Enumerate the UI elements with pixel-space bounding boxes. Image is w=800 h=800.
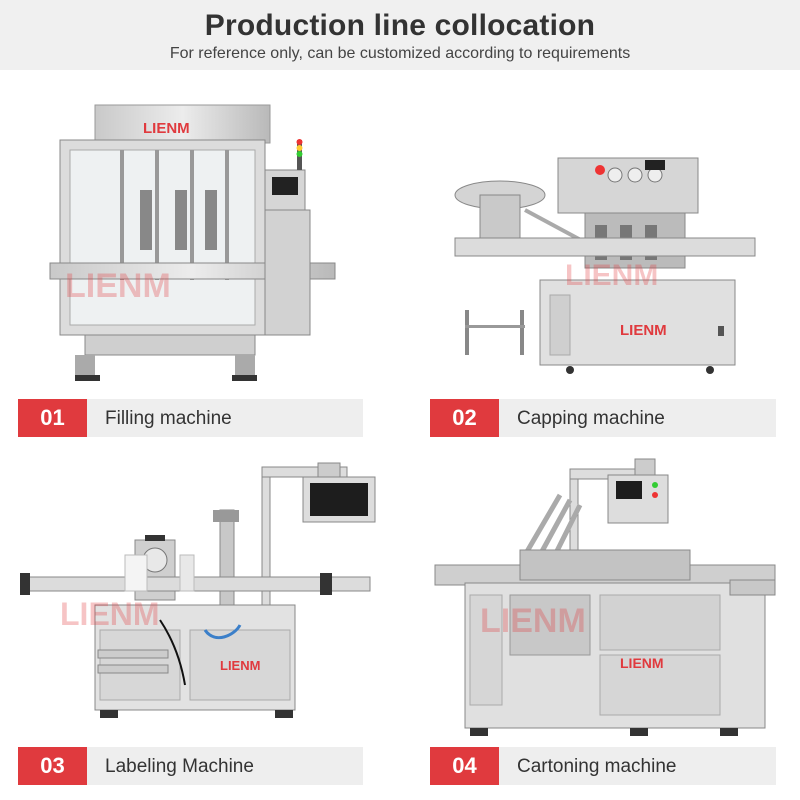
labeling-machine-image: LIENM LIENM bbox=[20, 462, 376, 718]
capping-machine-image: LIENM LIENM bbox=[454, 157, 756, 374]
machine-name: Filling machine bbox=[105, 408, 232, 429]
machine-name: Capping machine bbox=[517, 408, 665, 429]
machine-label-02: 02 Capping machine bbox=[430, 399, 776, 437]
machine-number-badge: 02 bbox=[430, 399, 499, 437]
cartoning-machine-image: LIENM LIENM bbox=[434, 458, 776, 736]
machine-name: Cartoning machine bbox=[517, 756, 677, 777]
machine-label-04: 04 Cartoning machine bbox=[430, 747, 776, 785]
page-subtitle: For reference only, can be customized ac… bbox=[169, 45, 631, 62]
page-title: Production line collocation bbox=[204, 9, 596, 42]
machine-label-03: 03 Labeling Machine bbox=[18, 747, 363, 785]
brand-logo: LIENM bbox=[220, 658, 260, 673]
machine-number-badge: 01 bbox=[18, 399, 87, 437]
header-banner: Production line collocation For referenc… bbox=[0, 0, 800, 70]
brand-logo: LIENM bbox=[143, 120, 190, 137]
machine-name: Labeling Machine bbox=[105, 756, 254, 777]
filling-machine-image: LIENM LIENM bbox=[49, 104, 336, 381]
machine-number-badge: 04 bbox=[430, 747, 499, 785]
watermark-logo: LIENM bbox=[60, 596, 160, 632]
watermark-logo: LIENM bbox=[565, 259, 658, 292]
brand-logo: LIENM bbox=[620, 322, 667, 339]
watermark-logo: LIENM bbox=[480, 602, 586, 640]
machine-label-01: 01 Filling machine bbox=[18, 399, 363, 437]
machine-number-badge: 03 bbox=[18, 747, 87, 785]
watermark-logo: LIENM bbox=[65, 267, 171, 305]
brand-logo: LIENM bbox=[620, 655, 664, 671]
